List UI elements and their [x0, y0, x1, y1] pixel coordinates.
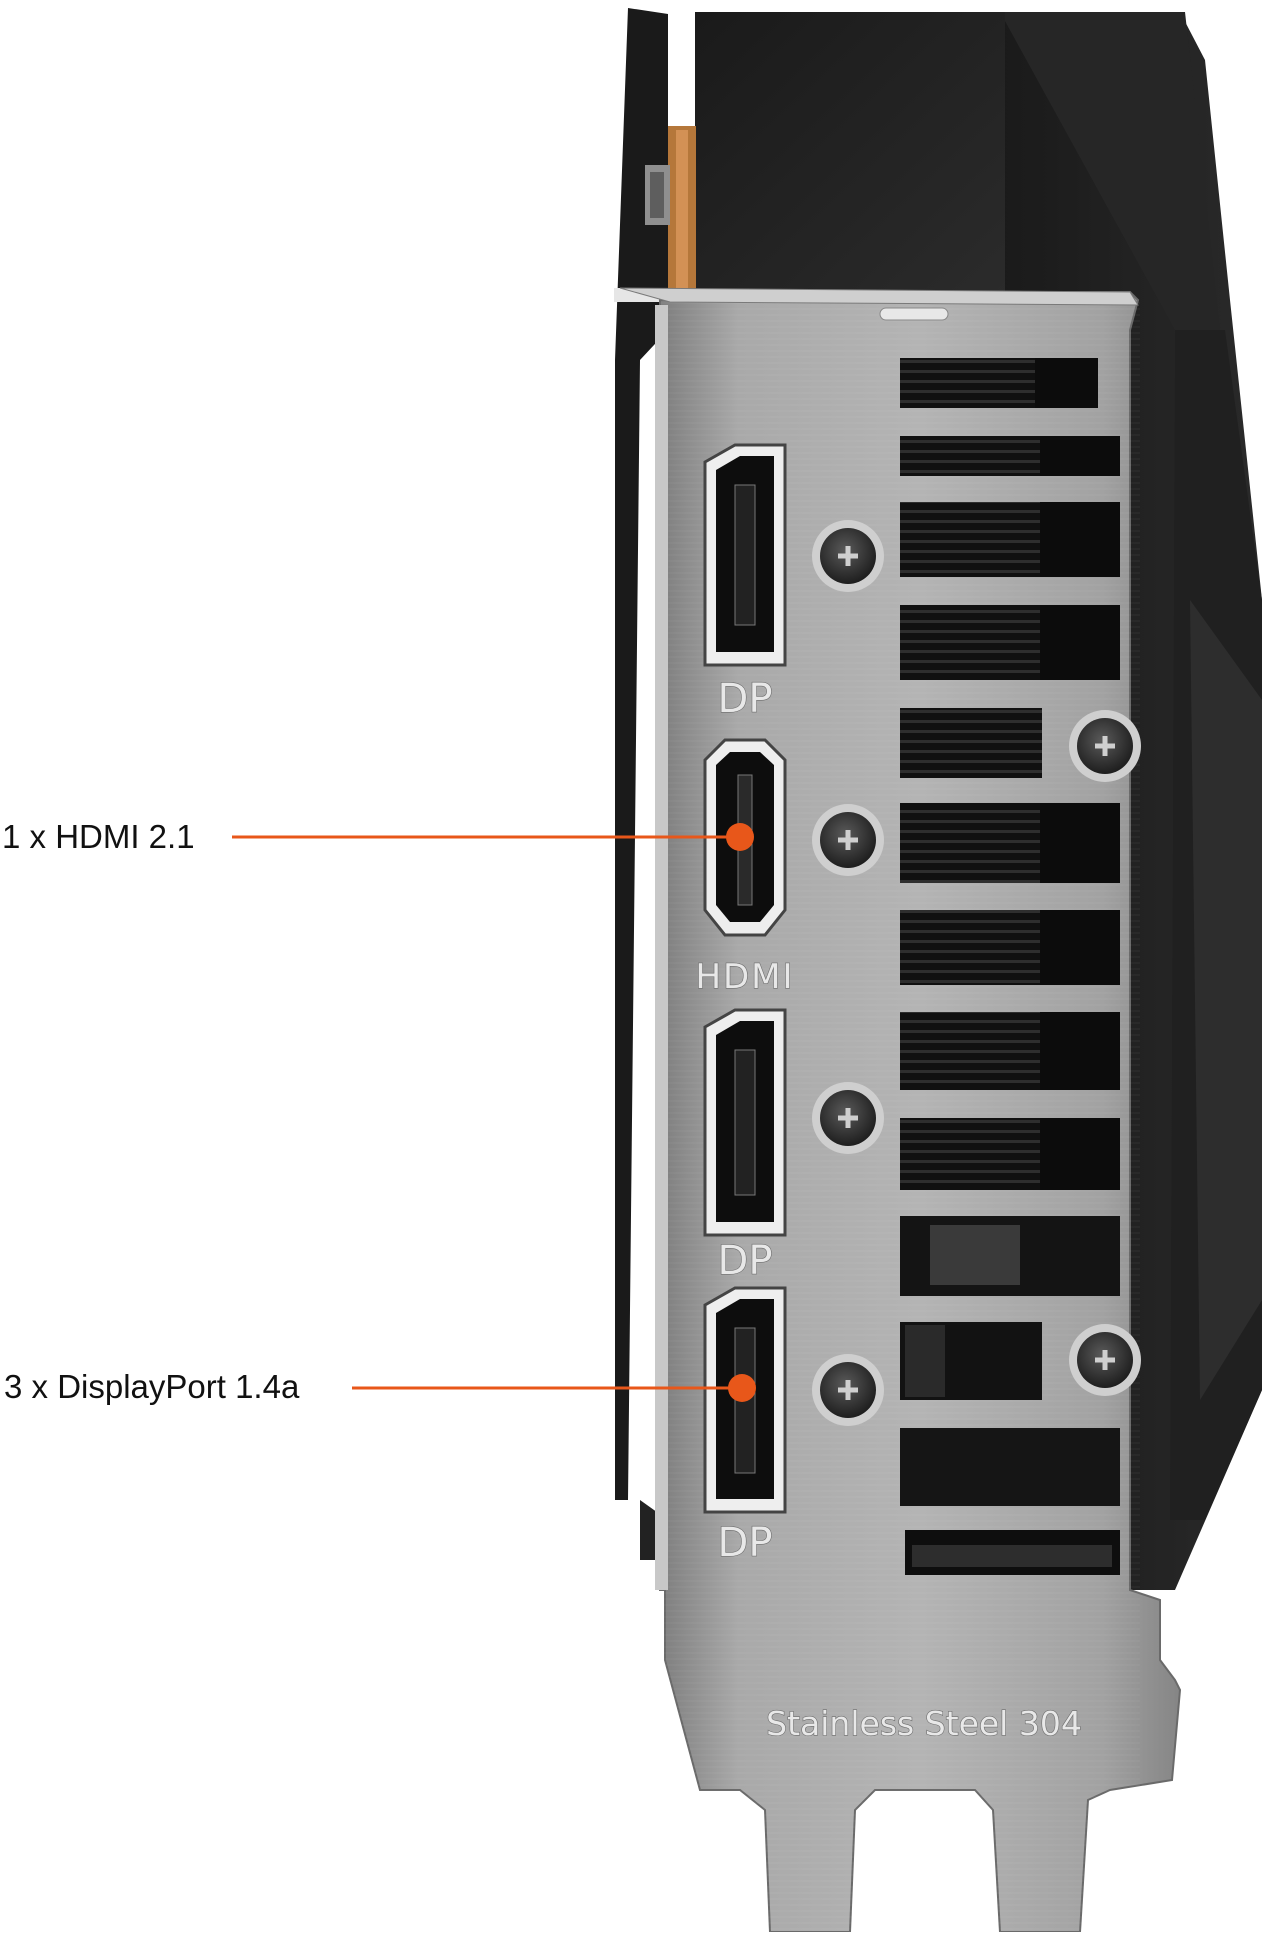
displayport-port-2	[703, 1008, 787, 1237]
mounting-screws	[812, 520, 1141, 1426]
screw-icon	[1069, 710, 1141, 782]
hdmi-callout-pointer	[232, 823, 754, 851]
material-engraving: Stainless Steel 304	[766, 1704, 1082, 1743]
screw-icon	[812, 1082, 884, 1154]
port-label-dp-3: DP	[718, 1520, 773, 1566]
displayport-callout-pointer	[352, 1374, 756, 1402]
displayport-port-1	[703, 443, 787, 667]
screw-icon	[1069, 1324, 1141, 1396]
port-label-hdmi: HDMI	[695, 957, 794, 997]
vent-grille	[900, 358, 1120, 1575]
screw-icon	[812, 804, 884, 876]
screw-icon	[812, 1354, 884, 1426]
displayport-callout-label: 3 x DisplayPort 1.4a	[4, 1368, 300, 1405]
port-label-dp-2: DP	[718, 1238, 773, 1284]
port-label-dp-1: DP	[718, 676, 773, 722]
screw-icon	[812, 520, 884, 592]
hdmi-callout-label: 1 x HDMI 2.1	[2, 818, 195, 855]
